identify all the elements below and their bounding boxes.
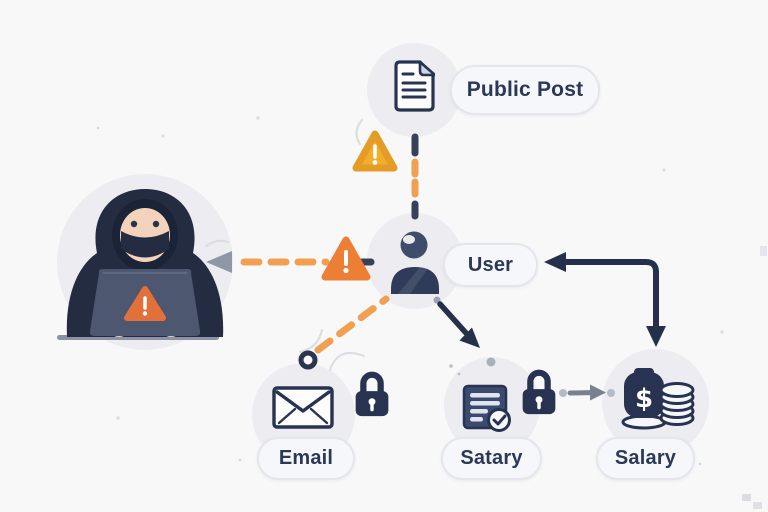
coin-stack bbox=[659, 382, 695, 426]
face-mask bbox=[121, 231, 169, 258]
public-post-label: Public Post bbox=[466, 78, 584, 101]
edge-email-user bbox=[298, 295, 390, 370]
svg-text:$: $ bbox=[635, 384, 653, 414]
salary-label: Salary bbox=[614, 447, 677, 469]
down-arrowhead bbox=[646, 326, 666, 347]
yellow-warning-triangle-icon bbox=[352, 130, 398, 172]
left-arrowhead bbox=[544, 252, 566, 272]
money-bag-coins-icon: $ bbox=[621, 368, 695, 430]
salary-doc-label-pill: Satary bbox=[441, 437, 542, 480]
hacker-illustration bbox=[57, 174, 233, 350]
user-label: User bbox=[467, 253, 514, 276]
email-label-pill: Email bbox=[257, 437, 355, 480]
email-label: Email bbox=[278, 447, 334, 469]
orange-warning-triangle-icon bbox=[321, 236, 371, 281]
laptop-icon bbox=[89, 269, 201, 336]
salary-document-check-icon bbox=[462, 384, 511, 432]
edge-user-salary-elbow bbox=[544, 252, 666, 347]
envelope-icon bbox=[272, 386, 334, 429]
edge-user-salarydoc bbox=[433, 296, 496, 367]
document-icon bbox=[394, 60, 435, 112]
salary-label-pill: Salary bbox=[596, 437, 695, 480]
salary-doc-label: Satary bbox=[460, 447, 523, 469]
dark-arrowhead bbox=[459, 327, 480, 348]
person-icon bbox=[391, 231, 439, 294]
user-label-pill: User bbox=[443, 243, 538, 287]
laptop-warning-triangle-icon bbox=[124, 286, 166, 321]
email-lock-icon bbox=[355, 371, 389, 417]
salary-doc-lock-icon bbox=[522, 369, 556, 415]
public-post-label-pill: Public Post bbox=[450, 65, 600, 115]
